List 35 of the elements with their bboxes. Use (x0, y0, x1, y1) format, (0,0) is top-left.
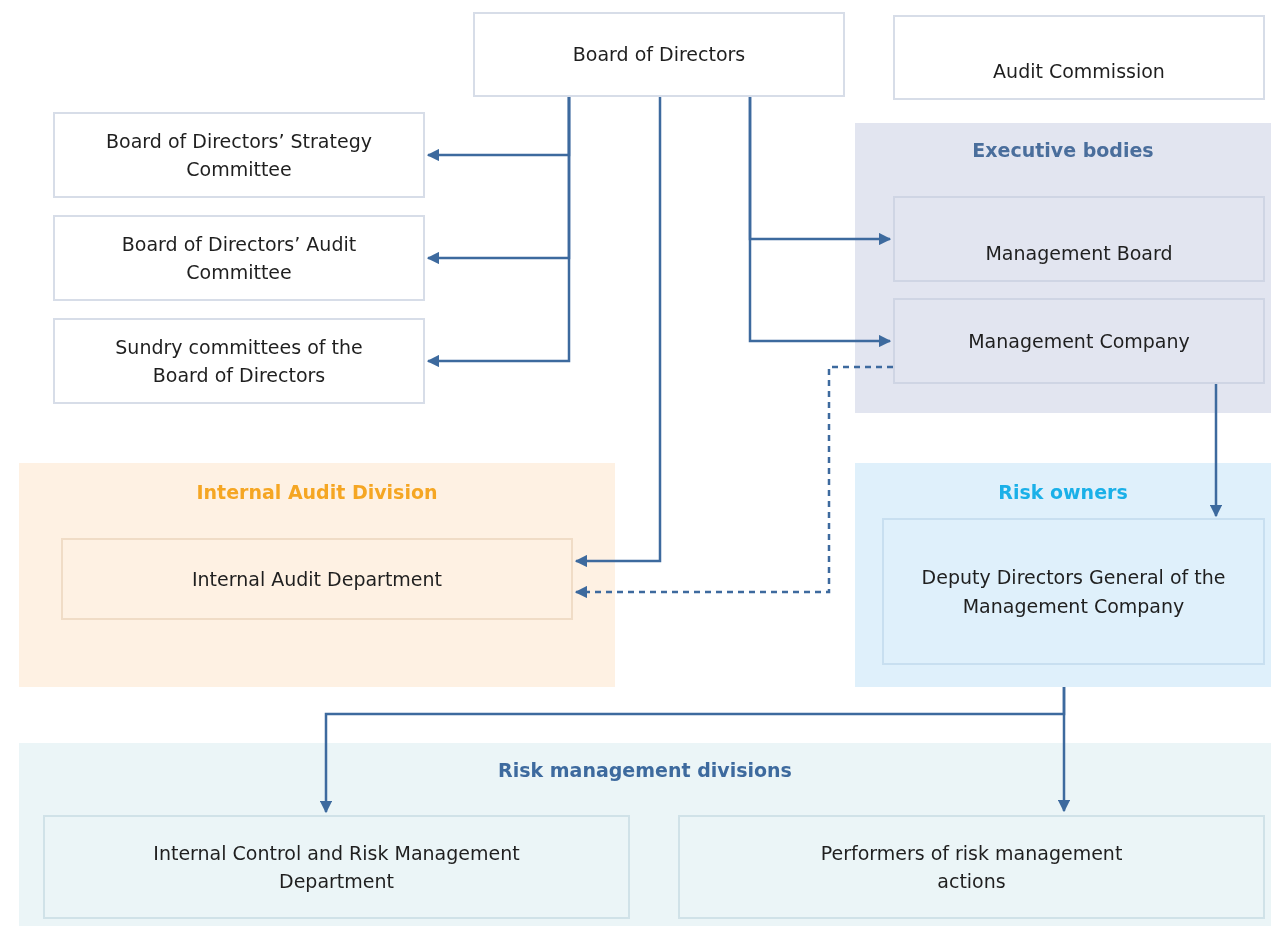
org-box (53, 215, 425, 301)
arrow (748, 97, 892, 348)
arrow (426, 97, 571, 368)
box-label: Management Company (968, 328, 1190, 354)
org-box (53, 318, 425, 404)
box-label: Board of Directors (572, 42, 746, 68)
group-title: Executive bodies (971, 139, 1155, 161)
group-panel (855, 463, 1271, 687)
box-label: Sundry committees of the Board of Directors (114, 334, 364, 388)
box-label: Audit Commission (993, 59, 1165, 85)
arrow (574, 365, 893, 599)
org-box (43, 815, 630, 919)
box-label: Internal Audit Department (191, 566, 443, 592)
box-label: Deputy Directors General of the Management Company (920, 565, 1227, 619)
box-label: Performers of risk management actions (819, 840, 1124, 894)
arrow (1209, 384, 1223, 518)
box-label: Board of Directors’ Strategy Committee (105, 128, 373, 182)
box-label: Internal Control and Risk Management Department (152, 840, 521, 894)
group-title: Risk owners (997, 481, 1129, 503)
org-box (893, 298, 1265, 384)
org-box (53, 112, 425, 198)
box-label: Board of Directors’ Audit Committee (120, 231, 358, 285)
org-box (61, 538, 573, 620)
group-panel (19, 463, 615, 687)
box-label: Management Board (985, 240, 1173, 266)
arrow (1057, 687, 1071, 813)
org-box (882, 518, 1265, 665)
org-box (473, 12, 845, 97)
org-box (678, 815, 1265, 919)
group-panel (19, 743, 1271, 926)
arrow (574, 97, 662, 568)
group-panel (855, 123, 1271, 413)
group-title: Risk management divisions (497, 759, 793, 781)
org-box (893, 15, 1265, 100)
group-title: Internal Audit Division (195, 481, 439, 503)
